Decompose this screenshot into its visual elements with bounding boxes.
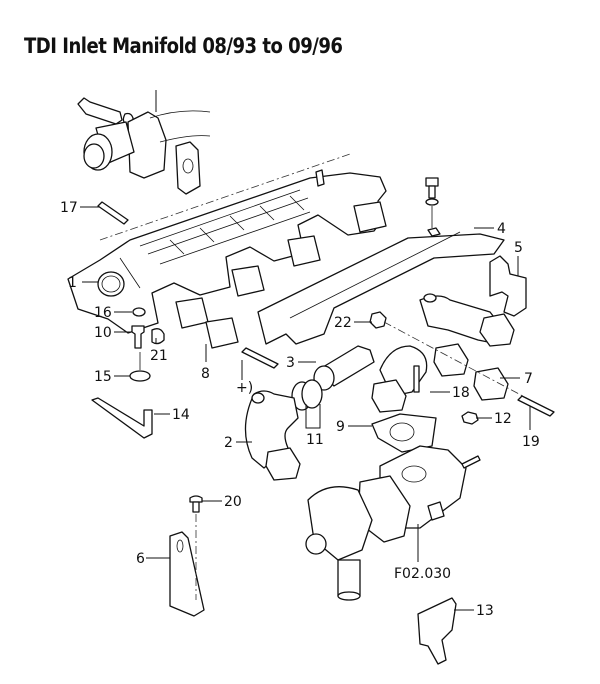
small-parts-illustration (91, 307, 165, 439)
callout-leaders (80, 206, 531, 611)
callout-22: 22 (334, 315, 352, 331)
figure-code: F02.030 (394, 566, 451, 582)
bolt-washer-illustration (425, 177, 439, 228)
callout-20: 20 (224, 494, 242, 510)
stud-illustration (241, 347, 279, 369)
callout-4: 4 (497, 221, 506, 237)
callout-5: 5 (514, 240, 523, 256)
callout-13: 13 (476, 603, 494, 619)
callout-18: 18 (452, 385, 470, 401)
nut-22-illustration (369, 311, 387, 329)
callout-12: 12 (494, 411, 512, 427)
callout-15: 15 (94, 369, 112, 385)
flange-illustration (371, 345, 437, 453)
callout-note-marker: +) (236, 380, 253, 396)
egr-valve-illustration (77, 90, 211, 195)
bracket-5-illustration (489, 255, 527, 317)
callout-8: 8 (201, 366, 210, 382)
stud-19-illustration (517, 395, 555, 417)
callout-1: 1 (68, 275, 77, 291)
elbow-pipe-illustration (244, 390, 301, 481)
callout-9: 9 (336, 419, 345, 435)
callout-14: 14 (172, 407, 190, 423)
diagram-title: TDI Inlet Manifold 08/93 to 09/96 (24, 34, 343, 58)
pump-housing-illustration (305, 445, 481, 601)
callout-6: 6 (136, 551, 145, 567)
callout-17: 17 (60, 200, 78, 216)
callout-16: 16 (94, 305, 112, 321)
seal-rings-illustration (291, 379, 323, 411)
callout-19: 19 (522, 434, 540, 450)
callout-10: 10 (94, 325, 112, 341)
callout-7: 7 (524, 371, 533, 387)
callout-11: 11 (306, 432, 324, 448)
stud-17-illustration (97, 201, 129, 225)
gasket-7-illustration (473, 367, 509, 401)
callout-2: 2 (224, 435, 233, 451)
pipe-3-illustration (313, 345, 375, 391)
support-bracket-illustration (169, 495, 205, 617)
callout-3: 3 (286, 355, 295, 371)
heat-shield-illustration (257, 227, 505, 345)
nut-12-illustration (461, 411, 479, 425)
bracket-13-illustration (417, 597, 457, 665)
outlet-pipe-illustration (419, 293, 515, 377)
callout-21: 21 (150, 348, 168, 364)
